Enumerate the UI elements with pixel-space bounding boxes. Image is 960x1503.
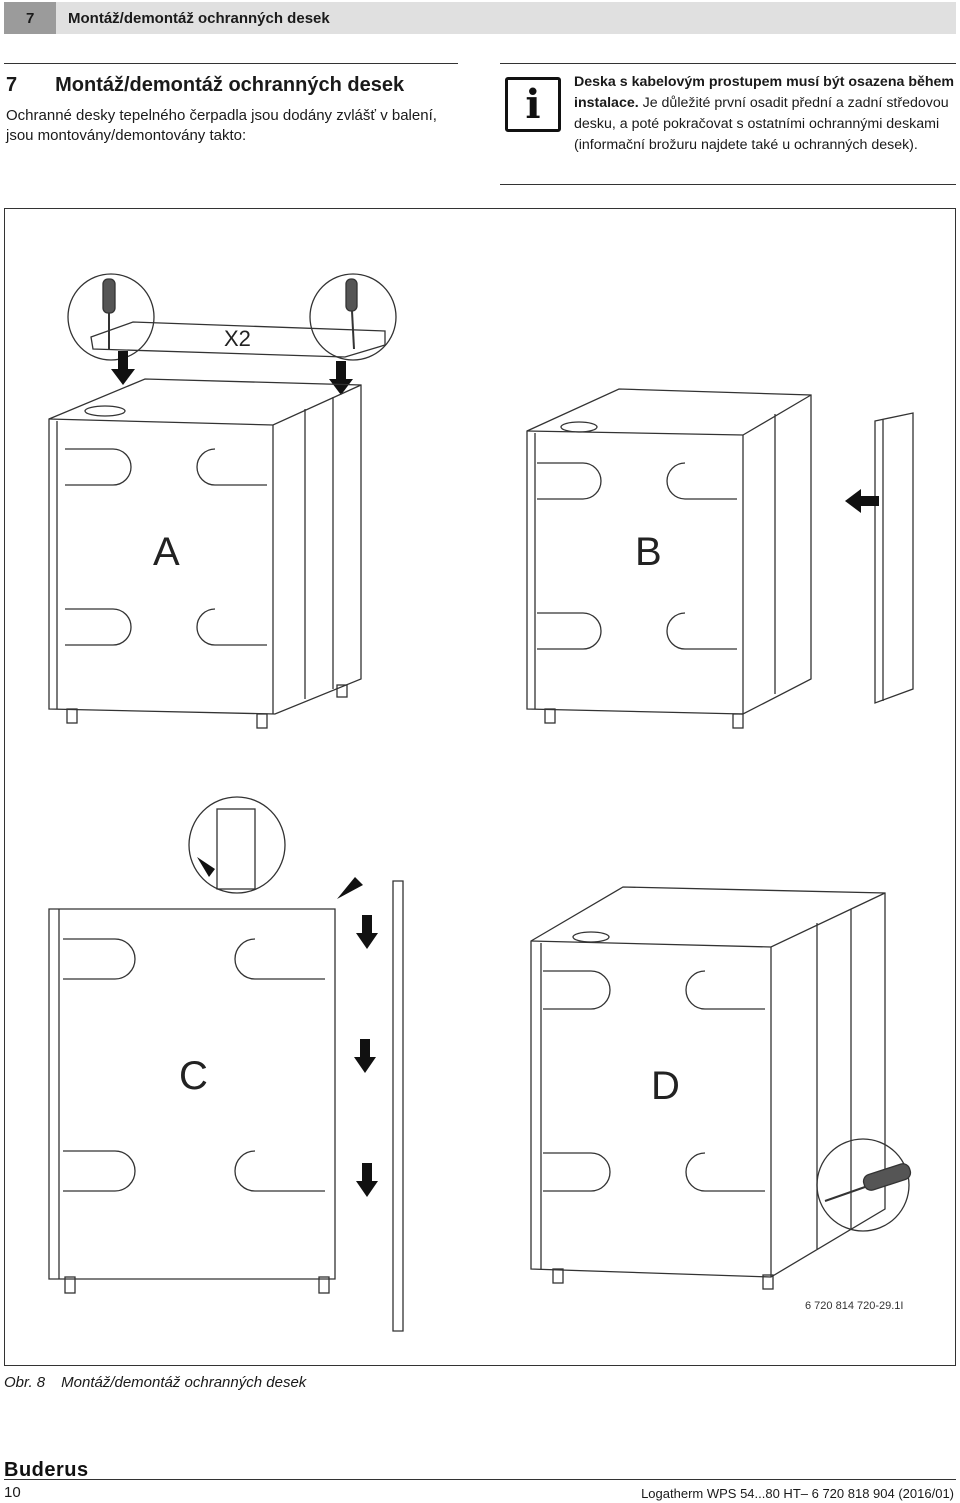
- arrow-down-icon: [356, 915, 378, 949]
- page-header: 7 Montáž/demontáž ochranných desek: [4, 2, 956, 34]
- label-x2: X2: [224, 326, 251, 351]
- figure-frame: X2 A: [4, 208, 956, 1366]
- side-panel: [392, 880, 404, 1332]
- zoom-circle-left: [67, 273, 155, 361]
- intro-paragraph: Ochranné desky tepelného čerpadla jsou d…: [6, 107, 437, 144]
- info-divider-bottom: [500, 184, 956, 185]
- brand-logo: Buderus: [4, 1459, 89, 1481]
- arrow-down-icon: [111, 351, 135, 385]
- unit-a-drawing: X2 A: [48, 273, 397, 729]
- arrow-diagonal-icon: [197, 857, 215, 877]
- screwdriver-icon: [345, 278, 358, 350]
- info-note: Deska s kabelovým prostupem musí být osa…: [574, 72, 956, 156]
- section-number: 7: [6, 74, 18, 96]
- document-reference: Logatherm WPS 54...80 HT– 6 720 818 904 …: [641, 1486, 954, 1501]
- assembly-illustration: X2 A: [48, 273, 914, 1332]
- screwdriver-icon: [102, 278, 116, 349]
- figure-code: 6 720 814 720-29.1I: [805, 1300, 903, 1312]
- section-heading: 7 Montáž/demontáž ochranných desek: [6, 74, 404, 97]
- info-divider-top: [500, 63, 956, 64]
- zoom-circle-detail: [188, 796, 286, 894]
- page-number: 10: [4, 1484, 21, 1501]
- header-chapter-number: 7: [4, 2, 56, 34]
- cabinet-body: [526, 388, 812, 715]
- panel-label-b: B: [635, 530, 662, 574]
- section-title: Montáž/demontáž ochranných desek: [55, 74, 405, 96]
- caption-label: Obr. 8: [4, 1374, 46, 1391]
- arrow-down-icon: [356, 1163, 378, 1197]
- unit-b-drawing: B: [526, 388, 914, 729]
- zoom-circle-right: [309, 273, 397, 361]
- cabinet-body: [530, 886, 886, 1278]
- arrow-down-icon: [329, 361, 353, 395]
- section-divider: [4, 63, 458, 64]
- screwdriver-icon: [824, 1163, 912, 1202]
- arrow-down-icon: [354, 1039, 376, 1073]
- arrow-left-icon: [845, 489, 879, 513]
- unit-d-drawing: D: [530, 886, 912, 1290]
- cabinet-body: [48, 908, 336, 1280]
- arrow-diagonal-icon: [337, 877, 363, 899]
- header-chapter-title: Montáž/demontáž ochranných desek: [68, 9, 330, 27]
- panel-label-d: D: [651, 1064, 680, 1108]
- side-panel: [874, 412, 914, 704]
- panel-label-a: A: [153, 530, 180, 574]
- info-note-text: Je důležité první osadit přední a zadní …: [574, 95, 949, 153]
- unit-c-drawing: C: [48, 796, 404, 1332]
- zoom-circle-detail: [816, 1138, 910, 1232]
- panel-label-c: C: [179, 1054, 208, 1098]
- info-note-bold: Deska s kabelovým prostupem musí být osa…: [574, 74, 955, 111]
- caption-text: Montáž/demontáž ochranných desek: [61, 1374, 307, 1391]
- info-icon: i: [505, 77, 561, 132]
- cabinet-body: [48, 378, 362, 715]
- figure-caption: Obr. 8 Montáž/demontáž ochranných desek: [4, 1374, 306, 1391]
- footer-divider: [4, 1479, 956, 1480]
- top-cover-plate: [90, 321, 386, 358]
